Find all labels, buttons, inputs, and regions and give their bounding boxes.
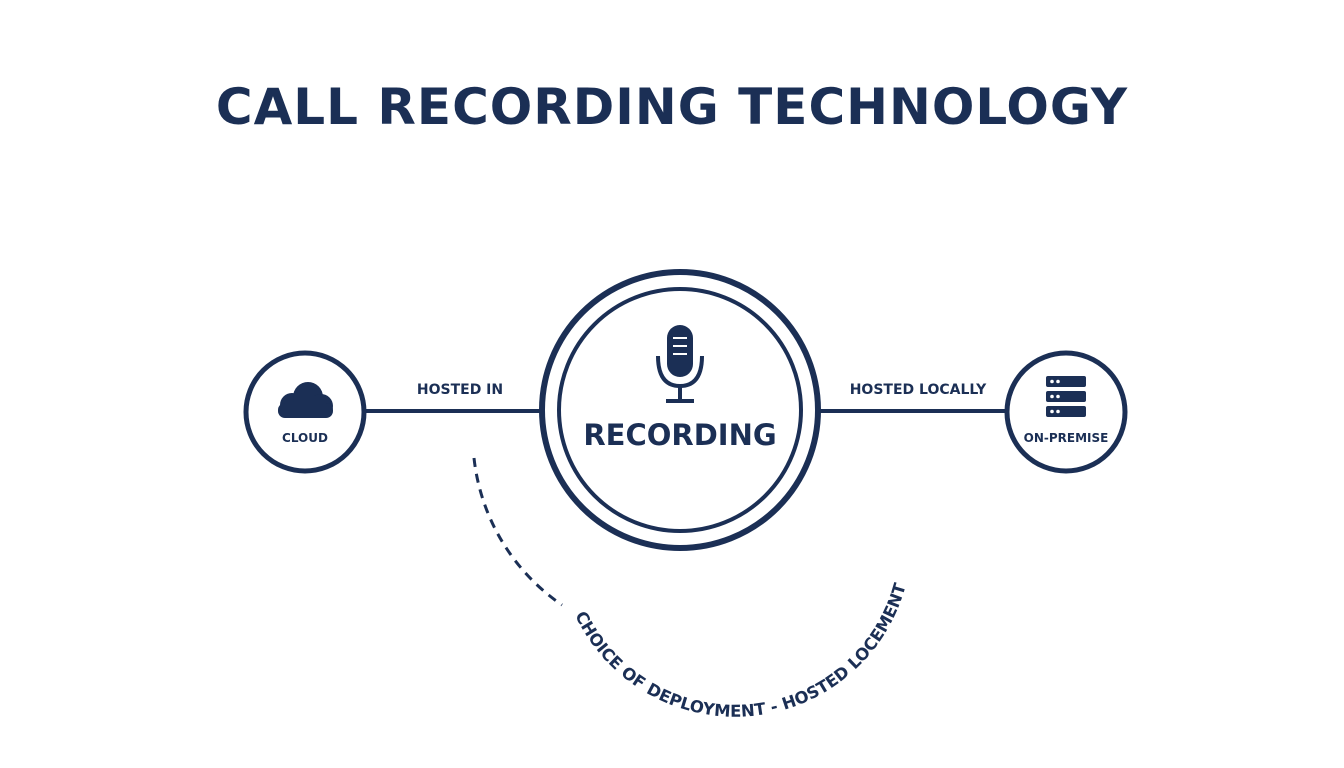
deployment-dashed-arc (472, 457, 563, 607)
cloud-node: CLOUD (243, 350, 367, 474)
right-connector-label: HOSTED LOCALLY (850, 382, 987, 398)
deployment-arc-label-text: CHOICE OF DEPLOYMENT - HOSTED LOCEMENT (571, 580, 910, 721)
on-premise-node: ON-PREMISE (1004, 350, 1128, 474)
recording-node: RECORDING (539, 269, 821, 551)
deployment-arc-label: CHOICE OF DEPLOYMENT - HOSTED LOCEMENT (571, 580, 910, 721)
left-connector-label: HOSTED IN (417, 382, 503, 398)
recording-label: RECORDING (583, 418, 776, 452)
cloud-label: CLOUD (282, 431, 328, 445)
cloud-icon (278, 382, 333, 418)
on-premise-label: ON-PREMISE (1024, 431, 1109, 445)
microphone-icon (656, 325, 704, 403)
server-icon (1046, 376, 1086, 417)
page-title: CALL RECORDING TECHNOLOGY (215, 78, 1129, 136)
